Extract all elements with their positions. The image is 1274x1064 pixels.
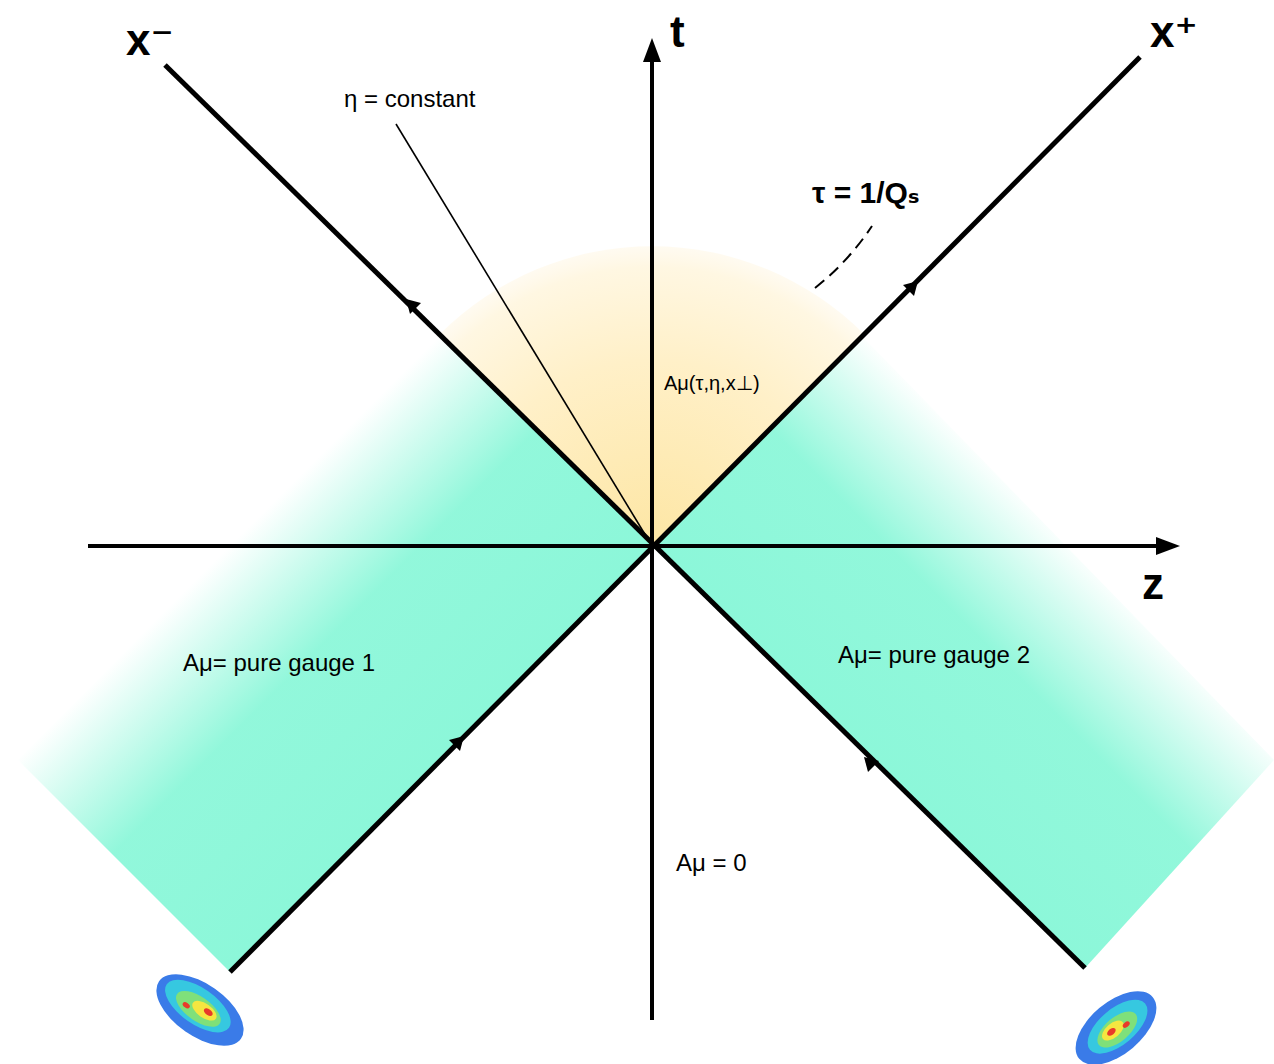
line-label: η = constant (344, 86, 475, 112)
arrowhead (643, 38, 661, 62)
axis-label: x⁺ (1150, 8, 1198, 56)
arrowhead (406, 299, 421, 314)
arrowhead (864, 757, 879, 772)
rapidity-line (396, 124, 652, 546)
region-label: Aμ= pure gauge 1 (183, 650, 375, 676)
light-cone-line (165, 65, 1085, 968)
region-label: Aμ= pure gauge 2 (838, 642, 1030, 668)
arrowhead (1156, 537, 1180, 555)
proper-time-curve (815, 226, 872, 288)
nucleus-blob (1063, 977, 1170, 1064)
light-cone-line (230, 57, 1140, 972)
arrowhead (903, 281, 918, 296)
curve-label: τ = 1/Qₛ (812, 176, 919, 209)
arrowhead (449, 736, 464, 751)
region-label: Aμ = 0 (676, 850, 747, 876)
z-axis (88, 544, 1160, 548)
axis-label: x⁻ (126, 16, 174, 64)
axis-label: z (1142, 560, 1164, 608)
field-label: Aμ(τ,η,x⊥) (664, 372, 760, 394)
axis-label: t (670, 8, 685, 56)
nucleus-blob (144, 960, 256, 1060)
